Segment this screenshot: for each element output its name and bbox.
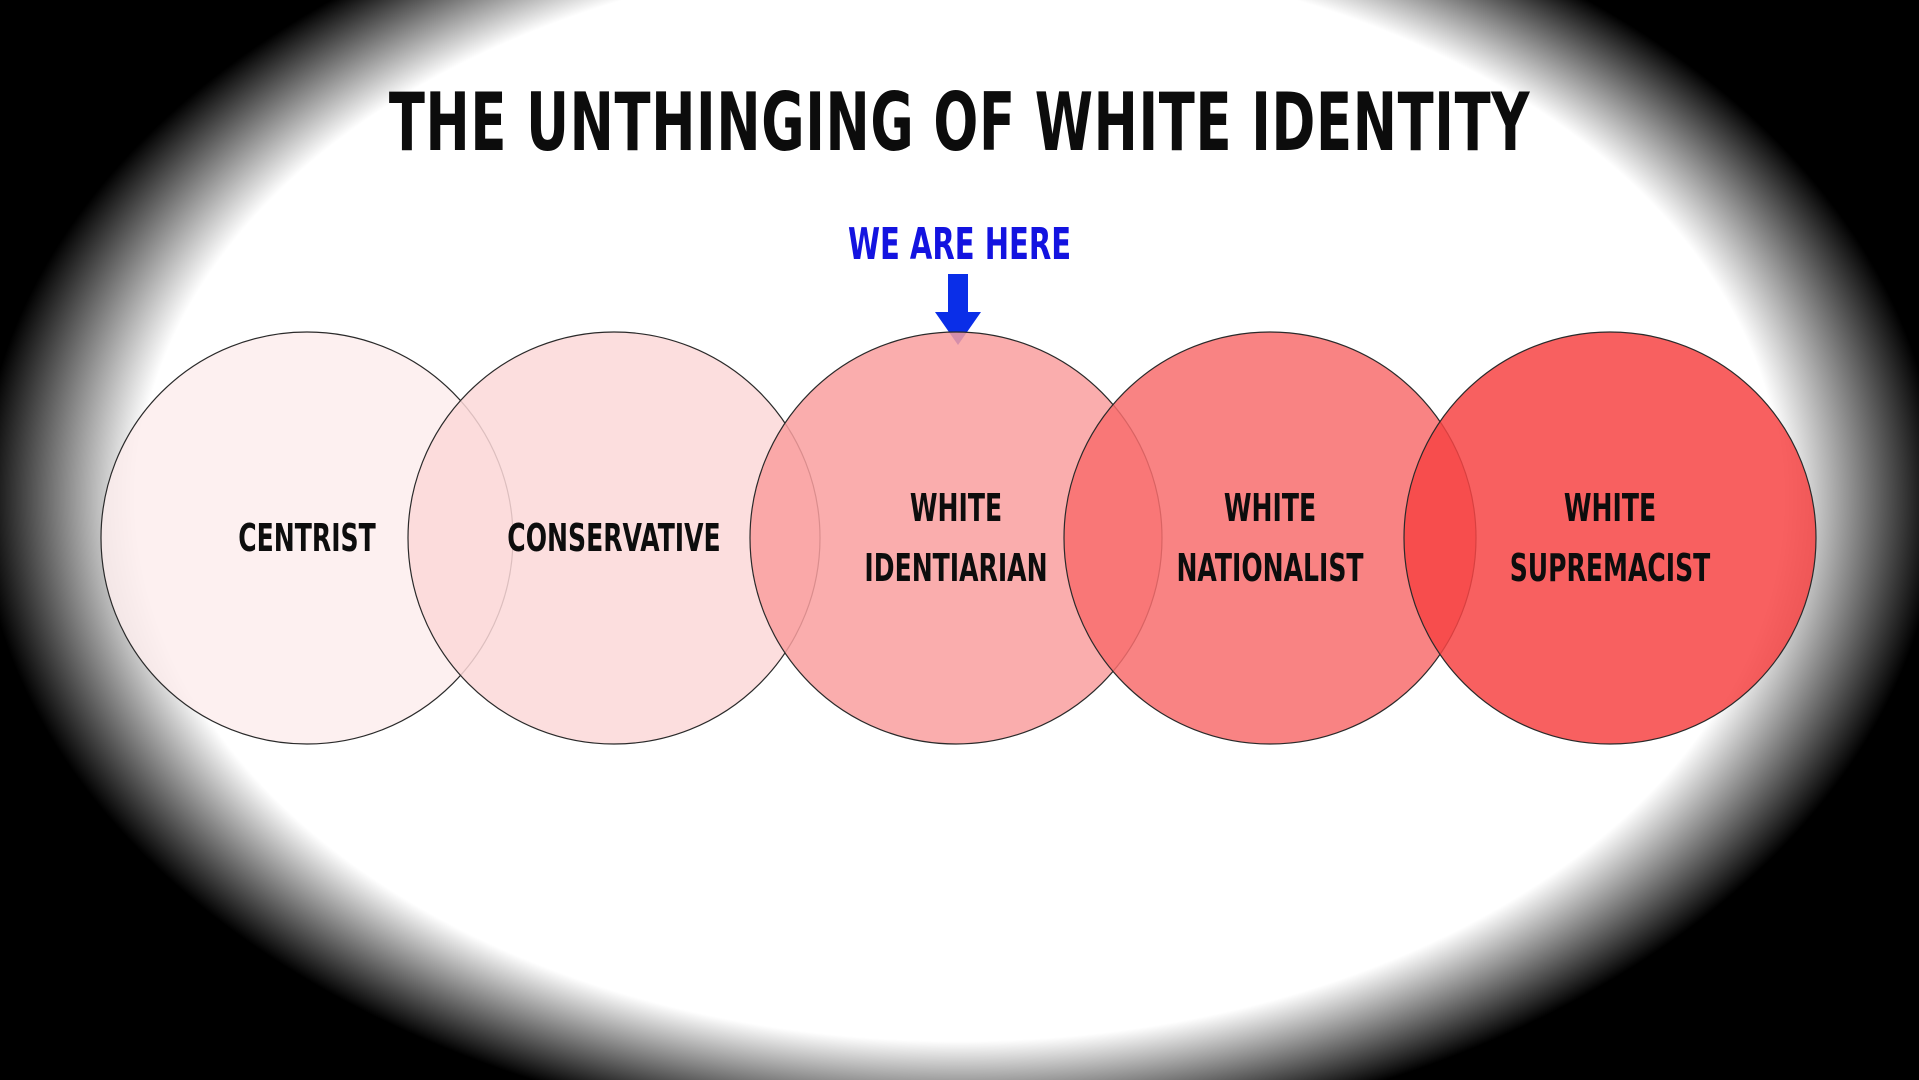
down-arrow-icon xyxy=(935,274,981,345)
spectrum-label-line2: SUPREMACIST xyxy=(1509,546,1711,590)
spectrum-label-line1: WHITE xyxy=(1223,486,1317,530)
spectrum-label-line2: NATIONALIST xyxy=(1176,546,1364,590)
we-are-here-label: WE ARE HERE xyxy=(847,219,1072,270)
spectrum-label: CENTRIST xyxy=(188,508,426,568)
spectrum-label: WHITE SUPREMACIST xyxy=(1491,478,1729,598)
spectrum-label-line1: WHITE xyxy=(1563,486,1657,530)
spectrum-circle xyxy=(1403,331,1817,745)
spectrum-label: CONSERVATIVE xyxy=(495,508,733,568)
slide-title: THE UNTHINGING OF WHITE IDENTITY xyxy=(388,76,1531,169)
spectrum-label-line1: CONSERVATIVE xyxy=(507,516,721,560)
spectrum-label: WHITE IDENTIARIAN xyxy=(837,478,1075,598)
spectrum-label: WHITE NATIONALIST xyxy=(1151,478,1389,598)
spectrum-label-line2: IDENTIARIAN xyxy=(864,546,1048,590)
spectrum-label-line1: WHITE xyxy=(909,486,1003,530)
spectrum-label-line1: CENTRIST xyxy=(238,516,376,560)
